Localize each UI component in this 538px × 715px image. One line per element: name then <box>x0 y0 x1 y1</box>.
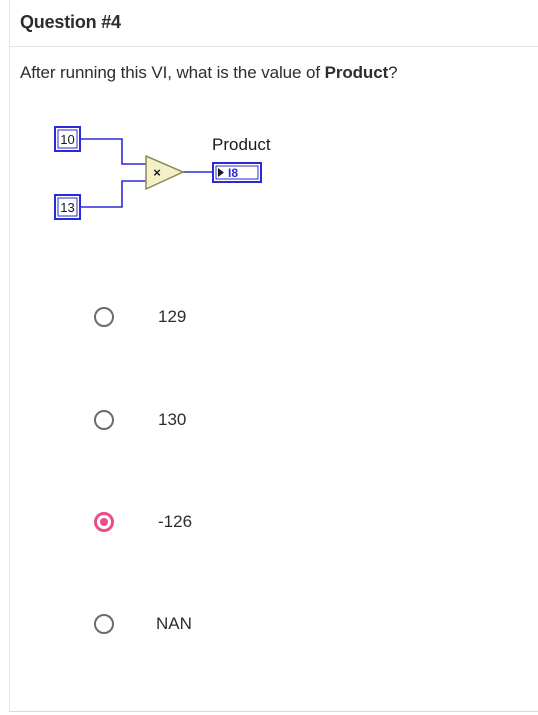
wire-b <box>80 180 146 208</box>
prompt-text: After running this VI, what is the value… <box>20 63 325 82</box>
answer-option-1[interactable]: 129 <box>94 297 354 337</box>
indicator-arrow-icon <box>218 168 224 177</box>
multiply-icon: × <box>153 165 161 180</box>
question-title: Question #4 <box>20 12 121 32</box>
constant-13-value: 13 <box>60 200 74 215</box>
answer-option-label: NAN <box>156 614 192 633</box>
product-indicator: I8 <box>212 162 262 183</box>
vi-block-diagram: 10 13 × Product I8 <box>54 126 271 220</box>
constant-10-value: 10 <box>60 132 74 147</box>
answer-option-label: 129 <box>158 307 187 326</box>
radio-button-selected[interactable] <box>94 512 114 532</box>
answer-option-label: -126 <box>158 512 193 531</box>
radio-button[interactable] <box>94 614 114 634</box>
answer-option-label: 130 <box>158 410 187 429</box>
answer-option-4[interactable]: NAN <box>94 604 354 644</box>
radio-button[interactable] <box>94 307 114 327</box>
indicator-type: I8 <box>228 166 238 180</box>
constant-10: 10 <box>54 126 81 152</box>
question-prompt: After running this VI, what is the value… <box>20 63 398 83</box>
prompt-bold-term: Product <box>324 63 389 82</box>
indicator-label: Product <box>212 135 271 154</box>
wires <box>80 138 213 208</box>
answer-option-3[interactable]: -126 <box>94 502 354 542</box>
answer-option-2[interactable]: 130 <box>94 400 354 440</box>
wire-a <box>80 138 146 165</box>
prompt-end: ? <box>388 63 398 82</box>
multiply-node: × <box>145 154 185 191</box>
header-divider <box>9 46 538 47</box>
radio-button[interactable] <box>94 410 114 430</box>
question-card <box>9 0 538 712</box>
constant-13: 13 <box>54 194 81 220</box>
